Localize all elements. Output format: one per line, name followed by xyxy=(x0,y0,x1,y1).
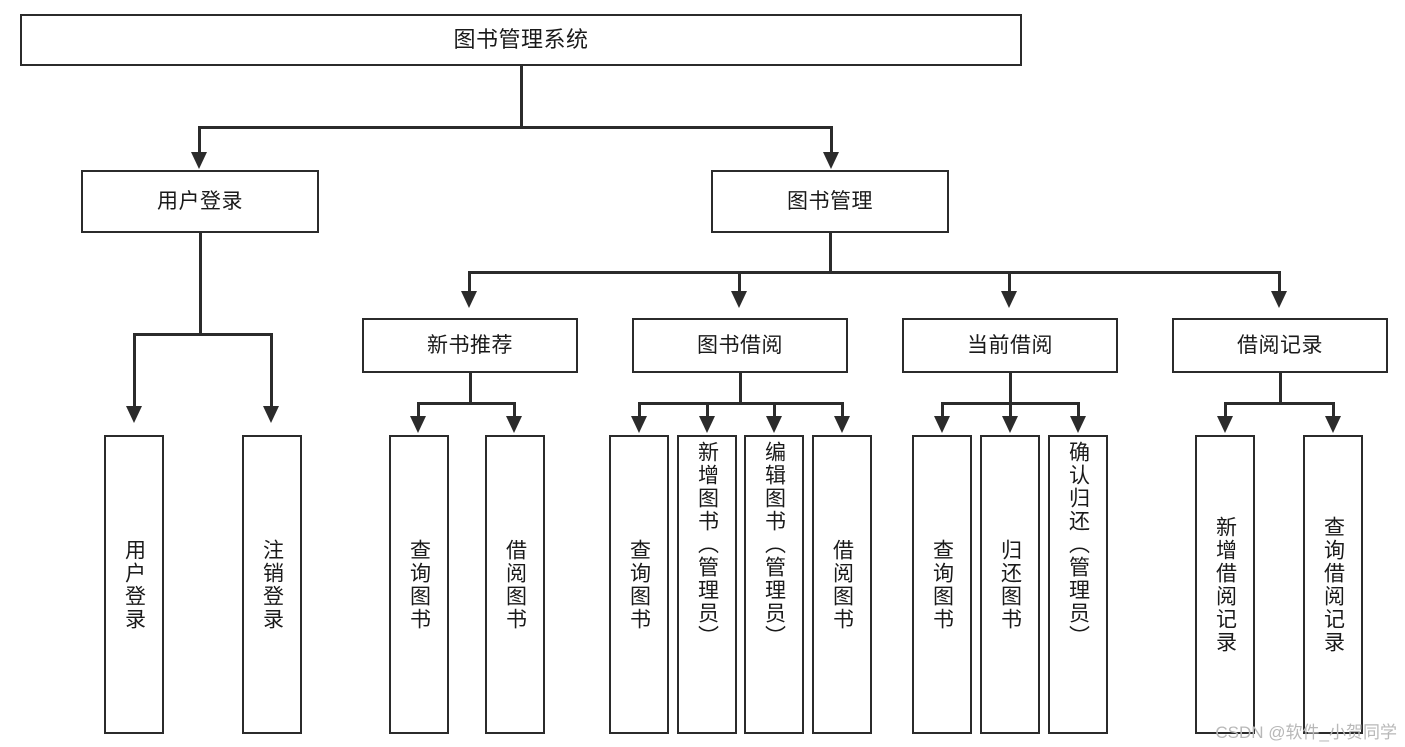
node-label: 当前借阅 xyxy=(967,334,1053,357)
leaf-borrow-book-new-recommend[interactable]: 借阅图书 xyxy=(485,435,545,734)
arrowhead-nbr-leaf-2 xyxy=(506,416,522,433)
leaf-add-book-admin[interactable]: 新增图书（管理员） xyxy=(677,435,737,734)
connector-to-user-login xyxy=(198,126,201,154)
connector-bb-drop-1 xyxy=(638,402,641,418)
arrowhead-bb-leaf-3 xyxy=(766,416,782,433)
leaf-edit-book-admin[interactable]: 编辑图书（管理员） xyxy=(744,435,804,734)
node-label: 用户登录 xyxy=(157,190,243,213)
leaf-return-book[interactable]: 归还图书 xyxy=(980,435,1040,734)
connector-borrow-record-stem xyxy=(1279,373,1282,404)
connector-level3-bus xyxy=(468,271,1280,274)
connector-br-drop-2 xyxy=(1332,402,1335,418)
leaf-query-book-new-recommend[interactable]: 查询图书 xyxy=(389,435,449,734)
connector-user-login-stem xyxy=(199,233,202,335)
connector-cb-drop-1 xyxy=(941,402,944,418)
arrowhead-to-current-borrow xyxy=(1001,291,1017,308)
connector-to-book-borrow xyxy=(738,271,741,293)
arrowhead-br-leaf-1 xyxy=(1217,416,1233,433)
csdn-watermark: CSDN @软件_小贺同学 xyxy=(1215,723,1397,742)
node-label: 图书借阅 xyxy=(697,334,783,357)
connector-nbr-drop-1 xyxy=(417,402,420,418)
connector-cb-drop-3 xyxy=(1077,402,1080,418)
node-new-book-recommend[interactable]: 新书推荐 xyxy=(362,318,578,373)
arrowhead-user-login-leaf-2 xyxy=(263,406,279,423)
connector-root-stem xyxy=(520,66,523,128)
node-label: 查询图书 xyxy=(627,538,651,631)
connector-new-book-recommend-stem xyxy=(469,373,472,404)
node-book-borrow[interactable]: 图书借阅 xyxy=(632,318,848,373)
leaf-query-book-current[interactable]: 查询图书 xyxy=(912,435,972,734)
leaf-confirm-return-admin[interactable]: 确认归还（管理员） xyxy=(1048,435,1108,734)
arrowhead-cb-leaf-3 xyxy=(1070,416,1086,433)
node-label: 编辑图书（管理员） xyxy=(762,441,786,648)
node-label: 查询图书 xyxy=(930,538,954,631)
node-label: 新书推荐 xyxy=(427,334,513,357)
connector-new-book-recommend-bus xyxy=(417,402,515,405)
node-user-login[interactable]: 用户登录 xyxy=(81,170,319,233)
node-current-borrow[interactable]: 当前借阅 xyxy=(902,318,1118,373)
connector-book-borrow-stem xyxy=(739,373,742,404)
arrowhead-to-borrow-record xyxy=(1271,291,1287,308)
node-label: 借阅图书 xyxy=(830,538,854,631)
node-label: 注销登录 xyxy=(260,538,284,631)
connector-br-drop-1 xyxy=(1224,402,1227,418)
connector-bb-drop-4 xyxy=(841,402,844,418)
node-label: 新增借阅记录 xyxy=(1213,515,1237,654)
node-label: 查询借阅记录 xyxy=(1321,515,1345,654)
node-label: 借阅图书 xyxy=(503,538,527,631)
leaf-user-login[interactable]: 用户登录 xyxy=(104,435,164,734)
connector-user-login-bus xyxy=(133,333,272,336)
connector-current-borrow-stem xyxy=(1009,373,1012,404)
node-label: 图书管理 xyxy=(787,190,873,213)
arrowhead-to-user-login xyxy=(191,152,207,169)
connector-user-login-drop-1 xyxy=(133,333,136,408)
connector-book-borrow-bus xyxy=(638,402,842,405)
arrowhead-cb-leaf-1 xyxy=(934,416,950,433)
leaf-query-book-borrow[interactable]: 查询图书 xyxy=(609,435,669,734)
node-book-management[interactable]: 图书管理 xyxy=(711,170,949,233)
node-root-book-management-system[interactable]: 图书管理系统 xyxy=(20,14,1022,66)
connector-to-new-book-recommend xyxy=(468,271,471,293)
node-label: 用户登录 xyxy=(122,538,146,631)
arrowhead-to-book-borrow xyxy=(731,291,747,308)
node-label: 图书管理系统 xyxy=(453,27,589,52)
leaf-query-borrow-record[interactable]: 查询借阅记录 xyxy=(1303,435,1363,734)
arrowhead-cb-leaf-2 xyxy=(1002,416,1018,433)
arrowhead-nbr-leaf-1 xyxy=(410,416,426,433)
connector-user-login-drop-2 xyxy=(270,333,273,408)
connector-cb-drop-2 xyxy=(1009,402,1012,418)
connector-nbr-drop-2 xyxy=(513,402,516,418)
arrowhead-bb-leaf-2 xyxy=(699,416,715,433)
leaf-borrow-book-borrow[interactable]: 借阅图书 xyxy=(812,435,872,734)
arrowhead-user-login-leaf-1 xyxy=(126,406,142,423)
leaf-logout[interactable]: 注销登录 xyxy=(242,435,302,734)
node-label: 归还图书 xyxy=(998,538,1022,631)
connector-bb-drop-3 xyxy=(773,402,776,418)
arrowhead-to-book-management xyxy=(823,152,839,169)
node-label: 借阅记录 xyxy=(1237,334,1323,357)
leaf-add-borrow-record[interactable]: 新增借阅记录 xyxy=(1195,435,1255,734)
arrowhead-bb-leaf-1 xyxy=(631,416,647,433)
connector-level2-bus xyxy=(198,126,832,129)
connector-to-current-borrow xyxy=(1008,271,1011,293)
connector-borrow-record-bus xyxy=(1224,402,1334,405)
connector-bb-drop-2 xyxy=(706,402,709,418)
arrowhead-to-new-book-recommend xyxy=(461,291,477,308)
connector-book-management-stem xyxy=(829,233,832,273)
connector-to-borrow-record xyxy=(1278,271,1281,293)
node-label: 新增图书（管理员） xyxy=(695,441,719,648)
arrowhead-bb-leaf-4 xyxy=(834,416,850,433)
node-label: 查询图书 xyxy=(407,538,431,631)
arrowhead-br-leaf-2 xyxy=(1325,416,1341,433)
node-borrow-record[interactable]: 借阅记录 xyxy=(1172,318,1388,373)
connector-to-book-management xyxy=(830,126,833,154)
node-label: 确认归还（管理员） xyxy=(1066,441,1090,648)
